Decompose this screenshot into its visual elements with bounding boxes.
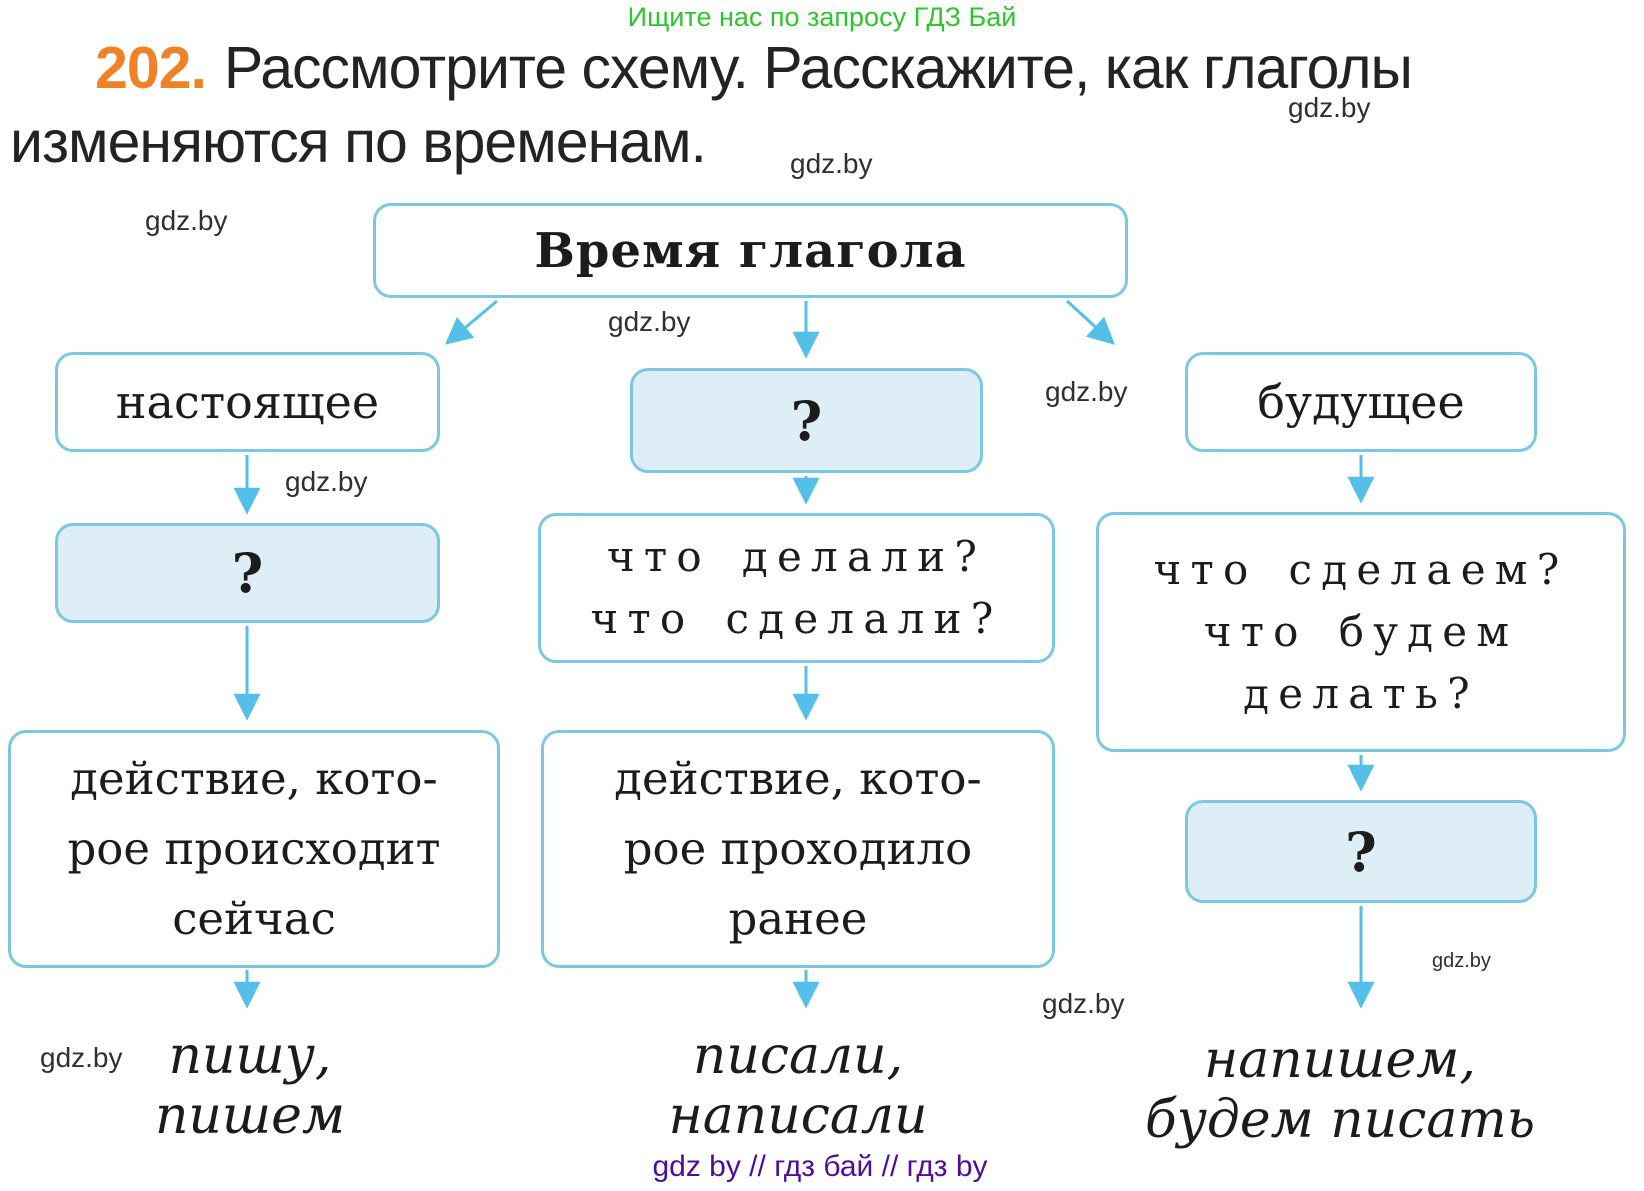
question-box-future-line: что будем: [1203, 607, 1519, 656]
examples-future: напишем, будем писать: [1145, 1030, 1535, 1150]
examples-past-line: написали: [668, 1086, 928, 1146]
meaning-box-present: действие, кото- рое происходит сейчас: [8, 730, 500, 968]
root-box-verb-tense: Время глагола: [373, 203, 1128, 298]
instruction-text-1: Рассмотрите схему. Расскажите, как глаго…: [223, 35, 1413, 101]
question-box-present-unknown: ?: [55, 523, 440, 623]
watermark-gdzby: gdz.by: [1042, 988, 1125, 1019]
watermark-gdzby: gdz.by: [1288, 92, 1371, 123]
examples-past-line: писали,: [692, 1026, 904, 1086]
examples-future-line: будем писать: [1145, 1090, 1535, 1150]
watermark-gdzby: gdz.by: [608, 306, 691, 337]
watermark-gdzby: gdz.by: [285, 466, 368, 497]
question-box-present-question-mark: ?: [231, 541, 264, 605]
meaning-box-present-line: рое происходит: [67, 822, 441, 875]
exercise-heading-line2: изменяются по временам.: [10, 109, 707, 175]
tense-box-present-label: настоящее: [115, 375, 380, 429]
root-box-label: Время глагола: [534, 222, 967, 279]
question-box-future-question-mark: ?: [1345, 819, 1377, 884]
question-box-future-unknown: ?: [1185, 800, 1537, 903]
question-box-future-line: что сделаем?: [1153, 545, 1569, 594]
meaning-box-past-line: рое проходило: [623, 822, 973, 875]
meaning-box-past-line: действие, кото-: [614, 752, 982, 805]
meaning-box-past: действие, кото- рое проходило ранее: [541, 730, 1055, 968]
exercise-heading-line1: 202.Рассмотрите схему. Расскажите, как г…: [95, 34, 1413, 102]
meaning-box-present-line: действие, кото-: [70, 752, 438, 805]
promo-banner: Ищите нас по запросу ГДЗ Бай: [627, 2, 1017, 32]
question-box-past-line: что сделали?: [590, 594, 1003, 643]
tense-box-present: настоящее: [55, 352, 440, 452]
watermark-gdzby: gdz.by: [145, 205, 228, 236]
meaning-box-past-line: ранее: [728, 892, 868, 945]
examples-present-line: пишу,: [168, 1026, 332, 1086]
tense-box-future: будущее: [1185, 352, 1537, 452]
question-box-past: что делали? что сделали?: [538, 513, 1055, 663]
watermark-gdzby: gdz.by: [790, 148, 873, 179]
meaning-box-present-line: сейчас: [172, 892, 336, 945]
examples-past: писали, написали: [669, 1026, 928, 1146]
tense-box-future-label: будущее: [1257, 375, 1465, 429]
question-box-future: что сделаем? что будем делать?: [1096, 512, 1626, 752]
question-box-past-line: что делали?: [606, 532, 987, 581]
exercise-number: 202.: [95, 35, 207, 101]
watermark-gdzby: gdz.by: [1432, 950, 1491, 972]
question-box-future-line: делать?: [1243, 669, 1479, 718]
tense-box-past-unknown: ?: [630, 368, 983, 473]
watermark-gdzby: gdz.by: [40, 1042, 123, 1073]
examples-present: пишу, пишем: [155, 1026, 345, 1146]
footer-gdz-links: gdz by // гдз бай // гдз by: [652, 1150, 988, 1183]
examples-present-line: пишем: [154, 1086, 346, 1146]
watermark-gdzby: gdz.by: [1045, 376, 1128, 407]
examples-future-line: напишем,: [1204, 1030, 1476, 1090]
tense-box-past-question-mark: ?: [790, 388, 823, 453]
